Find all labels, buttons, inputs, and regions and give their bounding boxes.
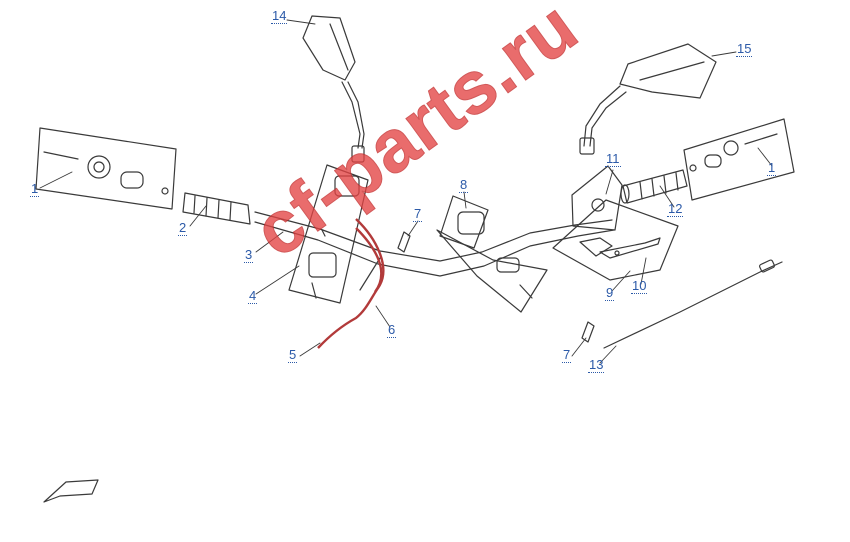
right-lever-kit bbox=[552, 165, 679, 281]
callout-11: 11 bbox=[605, 151, 621, 167]
callout-3: 3 bbox=[244, 247, 254, 263]
left-mirror bbox=[302, 15, 365, 163]
leader-lines bbox=[39, 19, 773, 364]
right-endcap-kit bbox=[683, 118, 795, 201]
left-endcap-kit bbox=[35, 127, 177, 210]
throttle-cable bbox=[603, 259, 783, 349]
callout-10: 10 bbox=[631, 278, 648, 294]
handlebar bbox=[254, 211, 615, 291]
callout-1-left: 1 bbox=[30, 181, 40, 197]
callout-4: 4 bbox=[248, 288, 258, 304]
right-mirror bbox=[579, 43, 717, 155]
callout-2: 2 bbox=[178, 220, 188, 236]
bolt-lower bbox=[581, 321, 595, 343]
callout-14: 14 bbox=[271, 8, 288, 24]
handlebar-clamp bbox=[436, 195, 548, 313]
right-grip bbox=[620, 169, 688, 204]
left-switch-kit bbox=[288, 164, 369, 304]
front-direction-arrow-icon bbox=[43, 479, 99, 503]
callout-8: 8 bbox=[459, 177, 469, 193]
callout-15: 15 bbox=[736, 41, 753, 57]
brake-hose bbox=[317, 218, 385, 349]
callout-5: 5 bbox=[288, 347, 298, 363]
callout-9: 9 bbox=[605, 285, 615, 301]
bolt-upper bbox=[397, 231, 411, 253]
callout-1-right: 1 bbox=[767, 160, 777, 176]
left-grip bbox=[182, 192, 251, 225]
callout-7-lower: 7 bbox=[562, 347, 572, 363]
callout-12: 12 bbox=[667, 201, 684, 217]
callout-7-upper: 7 bbox=[413, 206, 423, 222]
callout-6: 6 bbox=[387, 322, 397, 338]
callout-13: 13 bbox=[588, 357, 605, 373]
